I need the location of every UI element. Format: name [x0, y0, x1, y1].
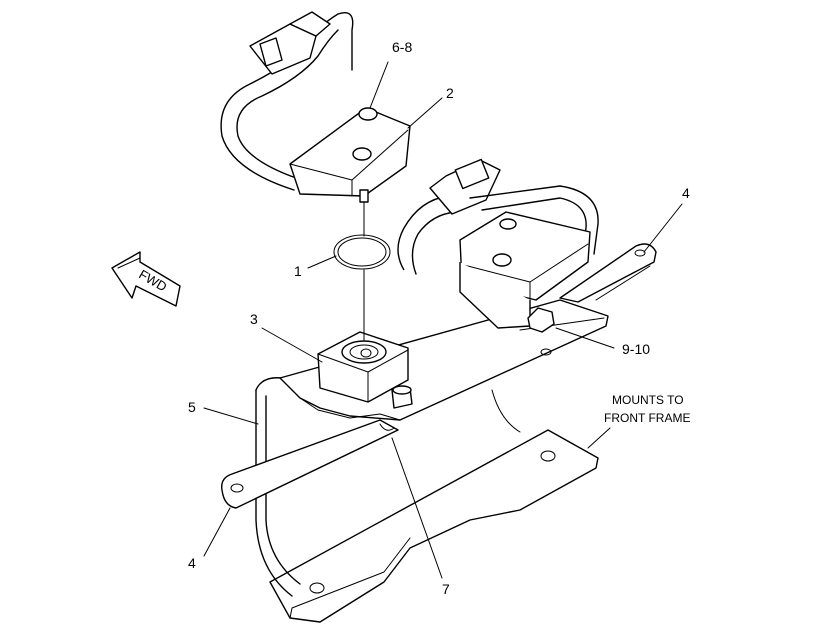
- callout-7: 7: [442, 581, 450, 597]
- callout-9-10: 9-10: [622, 341, 650, 357]
- note-mounts-line1: MOUNTS TO: [612, 393, 684, 407]
- forward-direction-arrow: FWD: [111, 251, 181, 307]
- callout-4-upper: 4: [682, 185, 690, 201]
- callout-3: 3: [250, 311, 258, 327]
- o-ring-1: [333, 234, 391, 270]
- exploded-sensor-2: [220, 11, 411, 203]
- front-frame-plate: [269, 429, 599, 623]
- callout-5: 5: [188, 399, 196, 415]
- leader-lines: [203, 61, 683, 579]
- sensor-base-block-3: [317, 331, 409, 403]
- callout-2: 2: [446, 85, 454, 101]
- callout-6-8: 6-8: [392, 39, 412, 55]
- arm-upper-right: [559, 243, 657, 303]
- arm-lower-left: [221, 419, 399, 509]
- bolt-assembly-7: [379, 385, 413, 431]
- installed-sensor-right: [397, 158, 599, 333]
- callout-4-lower: 4: [188, 555, 196, 571]
- callout-1: 1: [294, 263, 302, 279]
- note-mounts-line2: FRONT FRAME: [604, 411, 690, 425]
